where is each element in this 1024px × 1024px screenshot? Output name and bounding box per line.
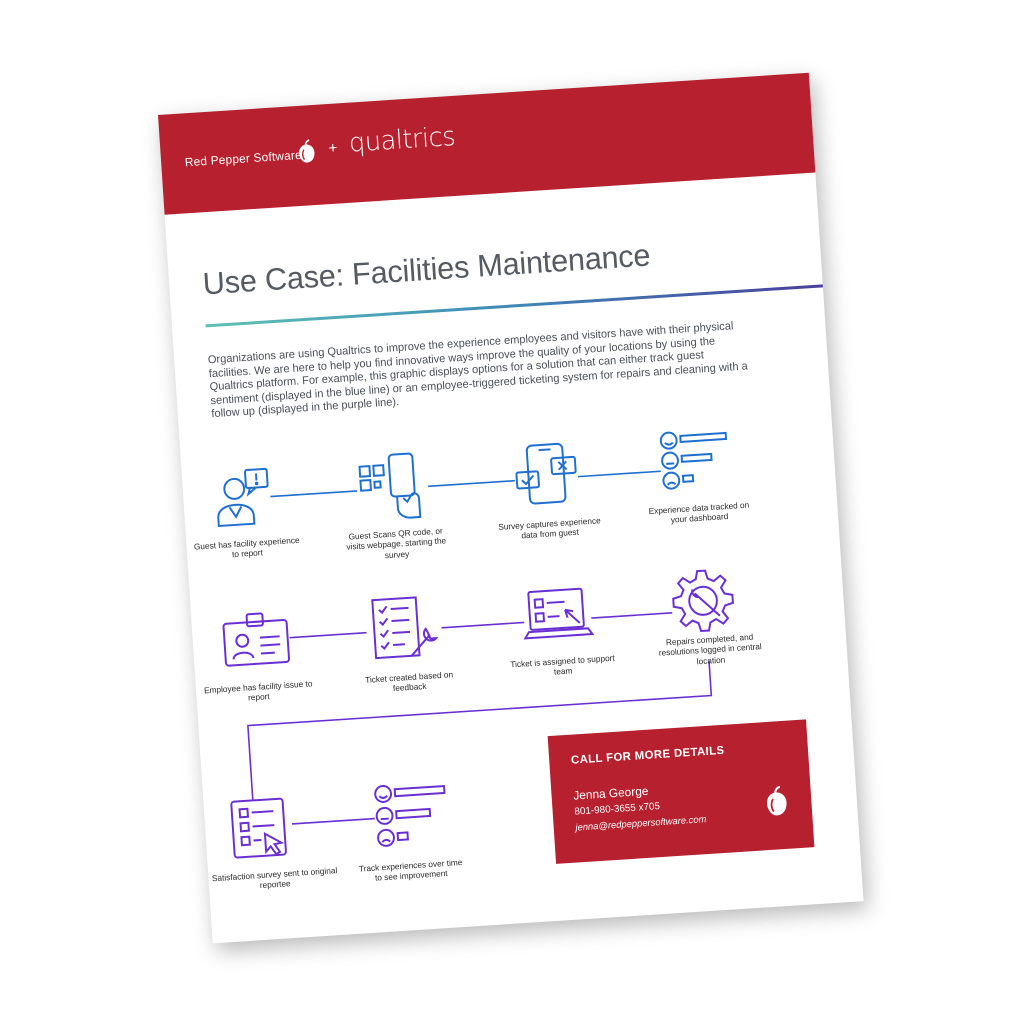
contact-email[interactable]: jenna@redpeppersoftware.com bbox=[575, 814, 707, 834]
flyer-page: Red Pepper Software + qualtrics Use Case… bbox=[158, 72, 864, 944]
checklist-wrench-icon bbox=[371, 596, 439, 660]
survey-phone-icon bbox=[515, 442, 577, 505]
pepper-logo-icon bbox=[767, 785, 787, 816]
survey-cursor-icon bbox=[230, 797, 287, 859]
contact-phone[interactable]: 801-980-3655 x705 bbox=[574, 801, 661, 818]
contact-heading: CALL FOR MORE DETAILS bbox=[570, 744, 725, 767]
pepper-logo-icon bbox=[299, 139, 315, 163]
header-banner: Red Pepper Software + qualtrics bbox=[158, 72, 816, 215]
qr-phone-icon bbox=[358, 452, 422, 519]
laptop-assign-icon bbox=[523, 587, 595, 640]
gear-wrench-icon bbox=[672, 569, 734, 633]
sentiment-list-icon bbox=[374, 784, 446, 847]
flow-connectors bbox=[247, 470, 713, 825]
id-badge-icon bbox=[222, 612, 291, 667]
contact-name: Jenna George bbox=[572, 783, 649, 803]
sentiment-list-icon bbox=[659, 431, 728, 490]
guest-alert-icon bbox=[217, 467, 269, 528]
contact-box: CALL FOR MORE DETAILS Jenna George 801-9… bbox=[547, 719, 815, 864]
